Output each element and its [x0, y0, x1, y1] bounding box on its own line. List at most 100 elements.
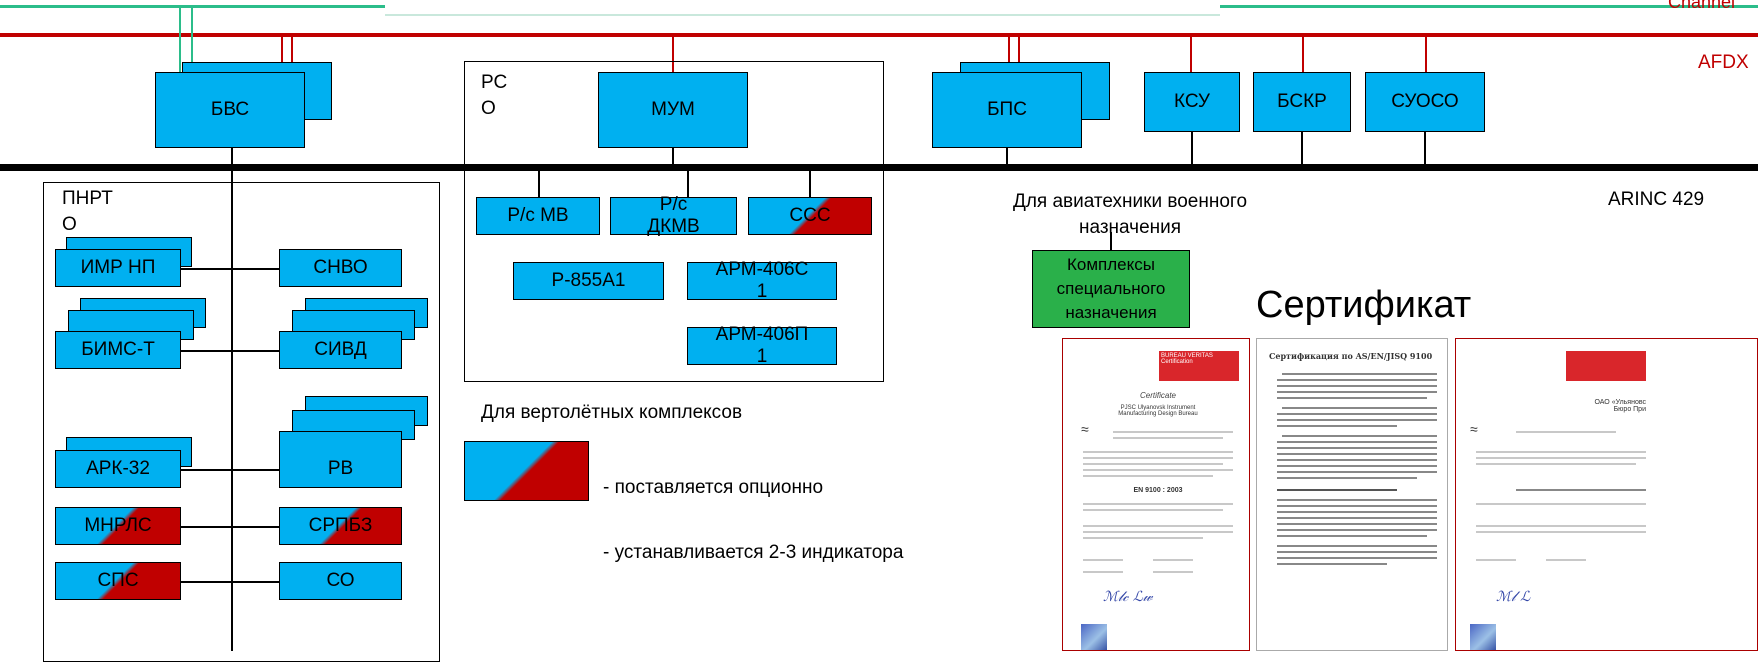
afdx-drop	[1008, 37, 1010, 72]
suoso-label: СУОСО	[1391, 91, 1459, 112]
afdx-bus	[0, 33, 1758, 37]
afdx-drop	[281, 37, 283, 72]
rv-block	[279, 431, 402, 488]
company-text: PJSC Ulyanovsk Instrument Manufacturing …	[1118, 405, 1198, 417]
brand-box	[1566, 351, 1646, 381]
rs-mv-label: Р/с МВ	[507, 205, 569, 226]
cert-word: Certificate	[1139, 391, 1176, 400]
company-ru-text: ОАО «Ульяновс Бюро При	[1594, 399, 1647, 413]
bims-t-label: БИМС-Т	[81, 339, 155, 360]
connector	[687, 171, 689, 197]
optional-legend-text: - поставляется опционно	[603, 477, 824, 498]
srpbz-label: СРПБЗ	[308, 515, 373, 536]
sss-block	[748, 197, 872, 235]
certificate-page-3: ОАО «Ульяновс Бюро При ≈ ℳ𝓁 ℒ	[1455, 338, 1758, 651]
bims-t-block	[55, 331, 181, 369]
connector	[672, 148, 674, 164]
arm406p-label: АРМ-406П 1	[715, 324, 809, 367]
connector	[809, 171, 811, 197]
afdx-drop	[1018, 37, 1020, 72]
arm406s-block	[687, 262, 837, 300]
special-complexes-box	[1032, 250, 1190, 328]
connector	[180, 581, 280, 583]
so-label: СО	[326, 570, 355, 591]
certificate-page-1: BUREAU VERITAS Certification Certificate…	[1062, 338, 1250, 651]
rs-dkmv-label: Р/с ДКМВ	[647, 194, 700, 237]
mnrls-label: МНРЛС	[84, 515, 152, 536]
rs-dkmv-block	[610, 197, 737, 235]
so-block	[279, 562, 402, 600]
hologram-icon	[1081, 624, 1107, 650]
indicators-note: - устанавливается 2-3 индикатора	[603, 542, 904, 563]
certificate-heading: Сертификат	[1256, 284, 1472, 326]
srpbz-block	[279, 507, 402, 545]
pnrto-group-title: ПНРТ О	[62, 188, 113, 235]
arinc-bus	[0, 164, 1758, 171]
bps-block	[932, 72, 1082, 148]
doc-title: Сертификация по AS/EN/JISQ 9100	[1269, 351, 1433, 361]
mum-block	[598, 72, 748, 148]
r855-label: Р-855А1	[551, 270, 626, 291]
connector	[538, 171, 540, 197]
signature-icon: ℳ𝓁 ℒ	[1496, 589, 1531, 605]
imr-np-label: ИМР НП	[80, 257, 156, 278]
military-note: Для авиатехники военного назначения	[1012, 191, 1248, 238]
snvo-label: СНВО	[313, 257, 368, 278]
special-complexes-label: Комплексы специального назначения	[1056, 255, 1166, 322]
arinc-label: ARINC 429	[1608, 189, 1705, 210]
connector	[180, 268, 280, 270]
connector	[180, 350, 280, 352]
bps-label: БПС	[987, 99, 1027, 120]
connector	[1301, 132, 1303, 164]
rso-group-frame	[464, 61, 884, 382]
bvs-block	[155, 72, 305, 148]
afdx-label: AFDX	[1698, 52, 1749, 73]
afdx-drop	[1425, 37, 1427, 72]
arm406p-block	[687, 327, 837, 365]
signature-icon: ℳ𝓁𝒸 ℒ𝓌	[1103, 589, 1153, 605]
sps-block	[55, 562, 181, 600]
connector	[180, 526, 280, 528]
sps-label: СПС	[97, 570, 139, 591]
connector	[231, 148, 233, 164]
rs-mv-block	[476, 197, 600, 235]
afdx-drop	[1190, 37, 1192, 72]
sss-label: ССС	[789, 205, 831, 226]
ksu-label: КСУ	[1173, 91, 1210, 112]
imr-np-block	[55, 249, 181, 287]
brand-box	[1159, 351, 1239, 381]
certificate-page-2: Сертификация по AS/EN/JISQ 9100	[1256, 338, 1448, 651]
logo-icon: ≈	[1081, 421, 1089, 437]
ark32-block	[55, 450, 181, 488]
connector	[180, 469, 280, 471]
suoso-block	[1365, 72, 1485, 132]
afdx-drop	[672, 37, 674, 72]
top-bus-tab	[385, 0, 1220, 16]
mnrls-block	[55, 507, 181, 545]
channel-drop	[191, 8, 193, 72]
bskr-block	[1253, 72, 1351, 132]
channel-drop	[179, 8, 181, 72]
logo-icon: ≈	[1470, 421, 1478, 437]
standard-text: EN 9100 : 2003	[1133, 487, 1183, 494]
connector	[1424, 132, 1426, 164]
r855-block	[513, 262, 664, 300]
bvs-label: БВС	[210, 99, 250, 120]
mum-label: МУМ	[651, 99, 695, 120]
sivd-block	[279, 331, 402, 369]
ksu-block	[1144, 72, 1240, 132]
ark32-label: АРК-32	[86, 458, 150, 479]
brand-text: BUREAU VERITAS Certification	[1161, 353, 1213, 365]
connector	[1191, 132, 1193, 164]
afdx-drop	[1302, 37, 1304, 72]
hologram-icon	[1470, 624, 1496, 650]
sivd-label: СИВД	[314, 339, 367, 360]
connector	[1006, 148, 1008, 164]
helicopter-note: Для вертолётных комплексов	[481, 402, 743, 423]
afdx-drop	[291, 37, 293, 72]
snvo-block	[279, 249, 402, 287]
channel-label: Channel	[1668, 0, 1736, 12]
connector	[1110, 232, 1112, 250]
bskr-label: БСКР	[1277, 91, 1327, 112]
pnrto-trunk	[231, 171, 233, 651]
